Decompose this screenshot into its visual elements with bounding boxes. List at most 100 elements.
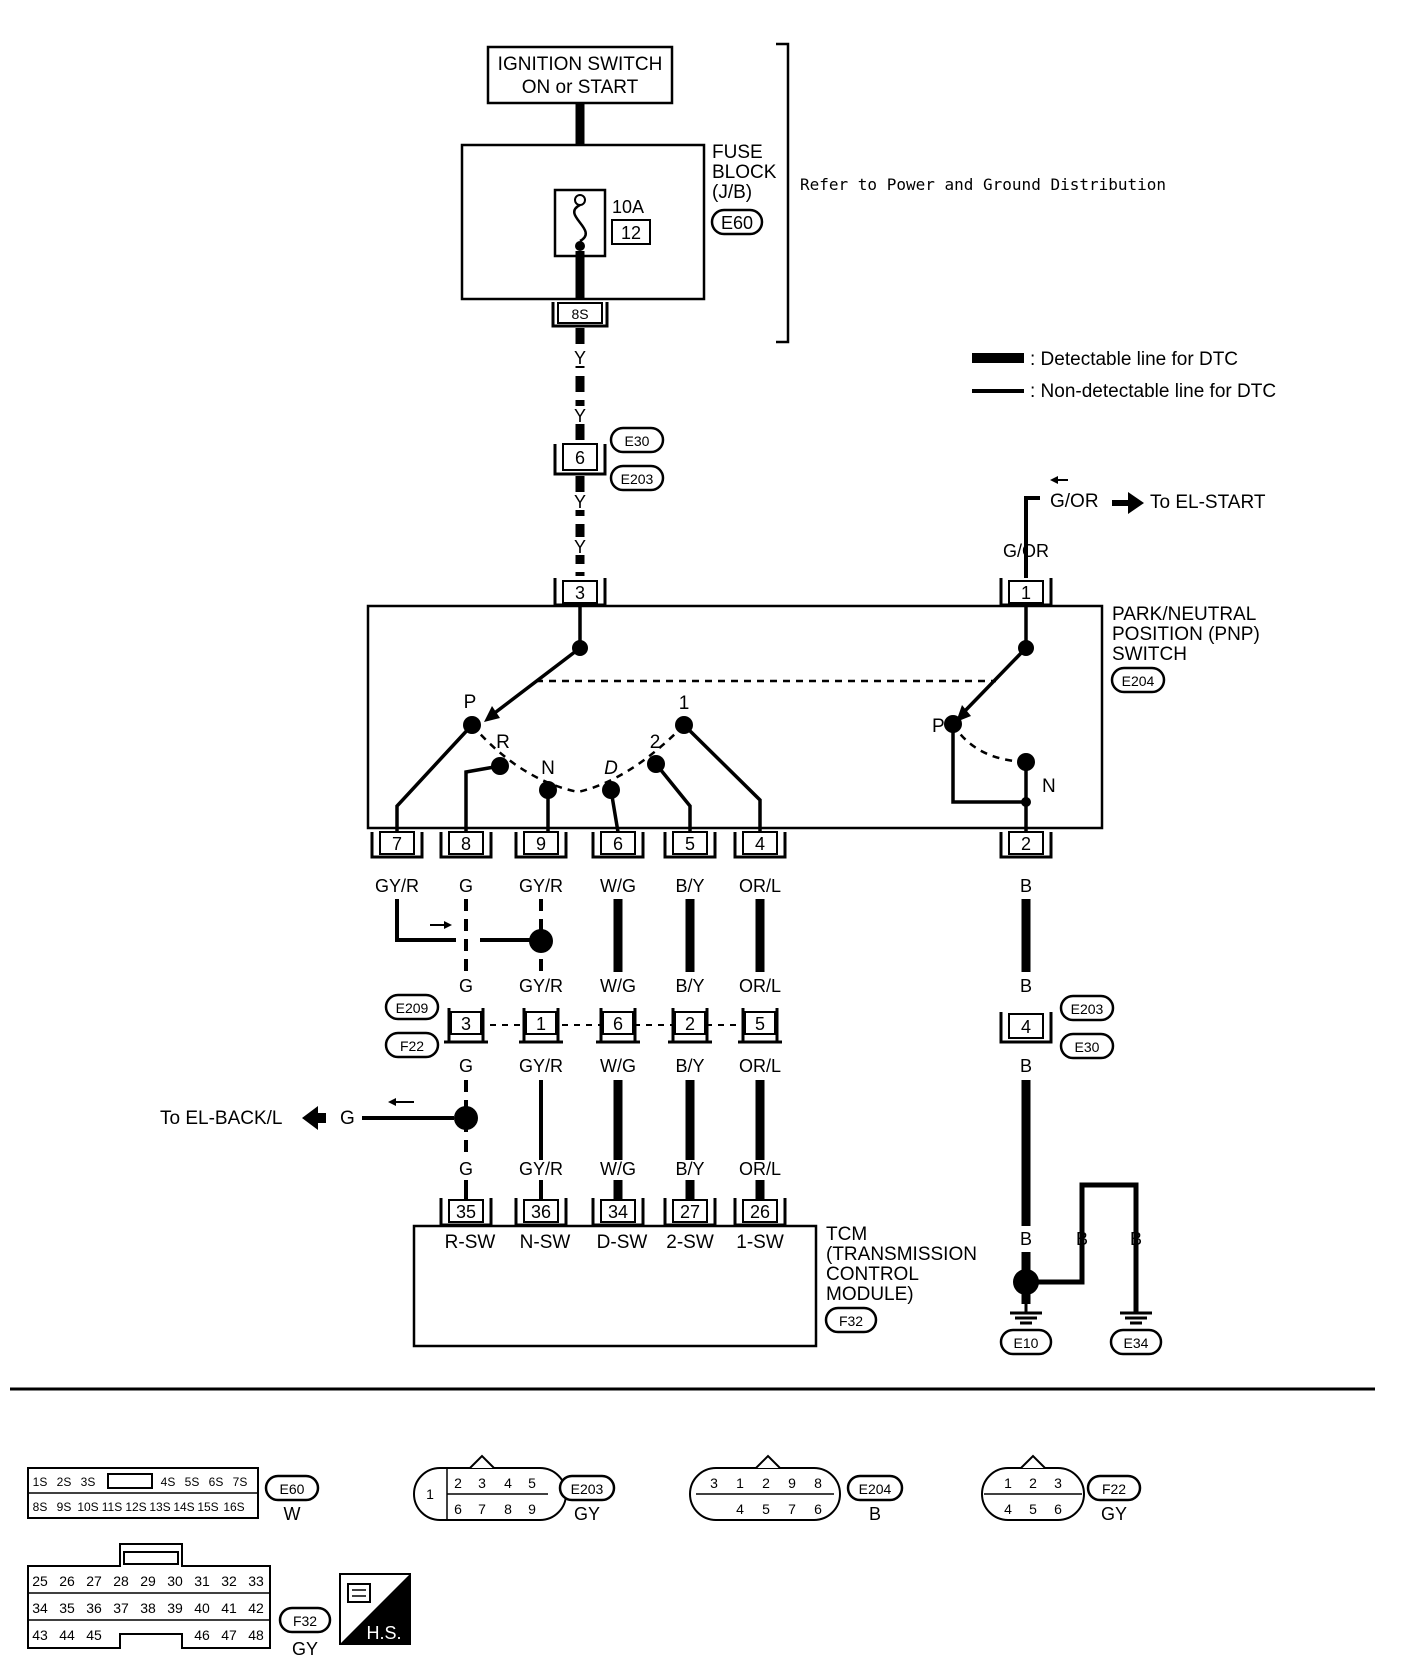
f32-45: 45 [86, 1627, 102, 1643]
wire-tcm-2: GY/R [519, 1159, 563, 1179]
tcm: 35 36 34 27 26 R-SW N-SW D-SW 2-SW 1-SW … [412, 1198, 977, 1348]
pnp-terminal-9: 9 [514, 831, 568, 859]
conn-view-f32: 25 26 27 28 29 30 31 32 33 34 35 36 37 3… [27, 1543, 332, 1659]
ignition-switch-line2: ON or START [522, 77, 639, 98]
wire-mid-2: GY/R [519, 976, 563, 996]
pos-1: 1 [679, 693, 690, 714]
tcm-pin-2sw: 2-SW [666, 1232, 714, 1253]
right-connector-e30-label: E30 [1075, 1039, 1100, 1055]
e204-name: E204 [859, 1481, 892, 1497]
e60-10s: 10S [77, 1500, 98, 1514]
tcm-terminal-26-label: 26 [750, 1202, 770, 1222]
f32-47: 47 [221, 1627, 237, 1643]
mid-terminal-3-label: 3 [461, 1014, 471, 1034]
e60-8s: 8S [33, 1500, 48, 1514]
e204-2: 2 [762, 1475, 770, 1491]
f32-44: 44 [59, 1627, 75, 1643]
legend-detectable: : Detectable line for DTC [1030, 349, 1238, 370]
e204-8: 8 [814, 1475, 822, 1491]
start-link: G/OR To EL-START G/OR [1003, 476, 1266, 578]
f32-37: 37 [113, 1600, 129, 1616]
pnp-terminal-4: 4 [733, 831, 787, 859]
fuse-block: 10A 12 FUSE BLOCK (J/B) E60 [460, 142, 777, 301]
mid-connector: 3 1 6 2 5 E209 F22 [384, 993, 782, 1059]
wire-mid-5: OR/L [739, 976, 781, 996]
conn-view-e204: 3 1 2 9 8 4 5 7 6 E204 B [689, 1454, 904, 1524]
e60-13s: 13S [149, 1500, 170, 1514]
f32-46: 46 [194, 1627, 210, 1643]
right-wire-below: B [1020, 1056, 1032, 1076]
tcm-terminal-34: 34 [591, 1198, 645, 1227]
pos-n-right: N [1042, 776, 1056, 797]
f32-32: 32 [221, 1573, 237, 1589]
terminal-6-label: 6 [575, 448, 585, 468]
wire-upper-6: OR/L [739, 876, 781, 896]
tcm-pin-dsw: D-SW [597, 1232, 648, 1253]
f32-42: 42 [248, 1600, 264, 1616]
wire-tcm-1: G [459, 1159, 473, 1179]
refer-note: Refer to Power and Ground Distribution [800, 175, 1166, 194]
tcm-line1: TCM [826, 1224, 867, 1245]
pnp-switch: 3 1 P R N D 2 1 [366, 578, 1260, 833]
start-wire: G/OR [1050, 491, 1099, 512]
wire-mid-3: W/G [600, 976, 636, 996]
tcm-terminal-27: 27 [663, 1198, 717, 1227]
back-link-wire: G [340, 1108, 355, 1129]
harness-side-icon: H.S. [339, 1573, 411, 1645]
wire-upper-right: B [1020, 876, 1032, 896]
f32-29: 29 [140, 1573, 156, 1589]
tcm-pin-1sw: 1-SW [736, 1232, 784, 1253]
ignition-switch: IGNITION SWITCH ON or START [486, 45, 674, 105]
wire-low-3: W/G [600, 1056, 636, 1076]
wire-y-2: Y [574, 406, 586, 426]
fuse-rating: 10A [612, 197, 644, 217]
connector-e209-label: E209 [396, 1000, 429, 1016]
pnp-terminal-9-label: 9 [536, 834, 546, 854]
pnp-terminal-3: 3 [575, 583, 585, 603]
tcm-terminal-35: 35 [439, 1198, 493, 1227]
wire-upper-4: W/G [600, 876, 636, 896]
f32-41: 41 [221, 1600, 237, 1616]
pnp-line1: PARK/NEUTRAL [1112, 604, 1256, 625]
e60-9s: 9S [57, 1500, 72, 1514]
f32-43: 43 [32, 1627, 48, 1643]
e203-3: 3 [478, 1475, 486, 1491]
wire-tcm-5: OR/L [739, 1159, 781, 1179]
f32-36: 36 [86, 1600, 102, 1616]
pnp-terminal-2-label: 2 [1021, 834, 1031, 854]
f32-40: 40 [194, 1600, 210, 1616]
e60-3s: 3S [81, 1475, 96, 1489]
tcm-connector: F32 [839, 1313, 863, 1329]
pos-2: 2 [650, 732, 661, 753]
tcm-pin-nsw: N-SW [520, 1232, 571, 1253]
wire-y-1: Y [574, 348, 586, 368]
mid-terminal-2-label: 2 [685, 1014, 695, 1034]
mid-terminal-5: 5 [738, 1008, 782, 1044]
hs-label: H.S. [366, 1623, 401, 1643]
tcm-terminal-35-label: 35 [456, 1202, 476, 1222]
e204-9: 9 [788, 1475, 796, 1491]
f32-30: 30 [167, 1573, 183, 1589]
f22-6: 6 [1054, 1501, 1062, 1517]
e204-4: 4 [736, 1501, 744, 1517]
tcm-terminal-36-label: 36 [531, 1202, 551, 1222]
wire-y-3: Y [574, 492, 586, 512]
wire-upper-5: B/Y [675, 876, 704, 896]
back-link: To EL-BACK/L G [160, 1098, 454, 1130]
mid-terminal-6-label: 6 [613, 1014, 623, 1034]
wire-low-1: G [459, 1056, 473, 1076]
mid-terminal-1: 1 [519, 1008, 563, 1044]
tcm-line2: (TRANSMISSION [826, 1244, 977, 1265]
fuse-block-line1: FUSE [712, 142, 763, 163]
e204-3: 3 [710, 1475, 718, 1491]
f32-39: 39 [167, 1600, 183, 1616]
e203-7: 7 [478, 1501, 486, 1517]
legend-non-detectable: : Non-detectable line for DTC [1030, 381, 1276, 402]
wire-tcm-3: W/G [600, 1159, 636, 1179]
right-connector-e203-label: E203 [1071, 1001, 1104, 1017]
e203-4: 4 [504, 1475, 512, 1491]
start-dest: To EL-START [1150, 492, 1266, 513]
e204-1: 1 [736, 1475, 744, 1491]
wire-upper-3: GY/R [519, 876, 563, 896]
